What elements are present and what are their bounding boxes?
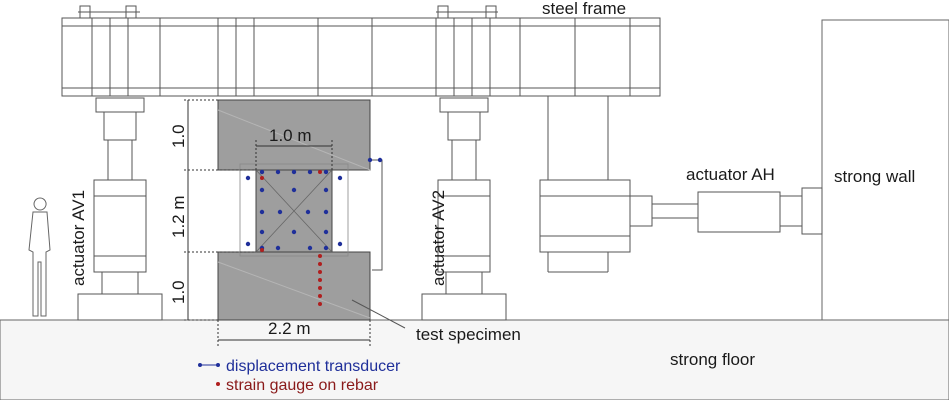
actuator-av2 (421, 97, 507, 321)
strain-dot (260, 176, 264, 180)
actuator-av2-label: actuator AV2 (429, 190, 448, 286)
test-specimen-label: test specimen (416, 325, 521, 344)
transducer-dot (337, 175, 343, 181)
test-specimen (217, 99, 371, 321)
top-block (217, 99, 371, 171)
actuator-av1-label: actuator AV1 (69, 190, 88, 286)
transducer-dot (323, 229, 329, 235)
legend-displacement-label: displacement transducer (226, 358, 401, 375)
transducer-dot (307, 245, 313, 251)
bottom-block-height-label: 1.0 (169, 280, 188, 304)
strain-dot (318, 254, 322, 258)
person-silhouette-icon (28, 197, 51, 317)
wall-height-label: 1.2 m (169, 195, 188, 238)
wall-width-label: 1.0 m (269, 126, 312, 145)
strain-gauges (260, 170, 322, 306)
transducer-dot (337, 241, 343, 247)
transducer-dot (367, 157, 373, 163)
top-block-height-label: 1.0 (169, 124, 188, 148)
strain-dot (318, 170, 322, 174)
transducer-dot (291, 169, 297, 175)
displacement-transducers (245, 157, 383, 251)
transducer-dot (377, 157, 383, 163)
transducer-dot (323, 187, 329, 193)
block-width-label: 2.2 m (268, 319, 311, 338)
transducer-dot (245, 241, 251, 247)
legend-strain-label: strain gauge on rebar (226, 377, 379, 394)
transducer-dot (259, 209, 265, 215)
strain-dot (318, 278, 322, 282)
transducer-dot (291, 187, 297, 193)
transducer-dot (291, 229, 297, 235)
transducer-dot (259, 187, 265, 193)
transducer-dot (323, 209, 329, 215)
strain-dot (318, 286, 322, 290)
steel-frame (61, 5, 661, 273)
strain-dot (260, 248, 264, 252)
steel-frame-label: steel frame (542, 0, 626, 18)
transducer-dot (275, 169, 281, 175)
legend-transducer-icon (198, 363, 202, 367)
strain-dot (318, 262, 322, 266)
transducer-dot (305, 209, 311, 215)
specimen-leader (351, 159, 406, 329)
legend-strain-icon (216, 382, 220, 386)
actuator-av1 (77, 97, 163, 321)
transducer-dot (275, 245, 281, 251)
strong-floor-label: strong floor (670, 350, 755, 369)
transducer-dot (277, 209, 283, 215)
strong-wall-label: strong wall (834, 167, 915, 186)
strain-dot (318, 270, 322, 274)
transducer-dot (323, 169, 329, 175)
legend: displacement transducer strain gauge on … (198, 358, 401, 394)
strain-dot (318, 294, 322, 298)
actuator-ah-label: actuator AH (686, 165, 775, 184)
actuator-ah (539, 179, 823, 253)
dimension-lines (184, 99, 371, 346)
transducer-dot (245, 175, 251, 181)
strong-wall (821, 19, 949, 321)
strain-dot (318, 302, 322, 306)
transducer-dot (259, 169, 265, 175)
transducer-dot (259, 229, 265, 235)
transducer-dot (307, 169, 313, 175)
transducer-dot (323, 245, 329, 251)
